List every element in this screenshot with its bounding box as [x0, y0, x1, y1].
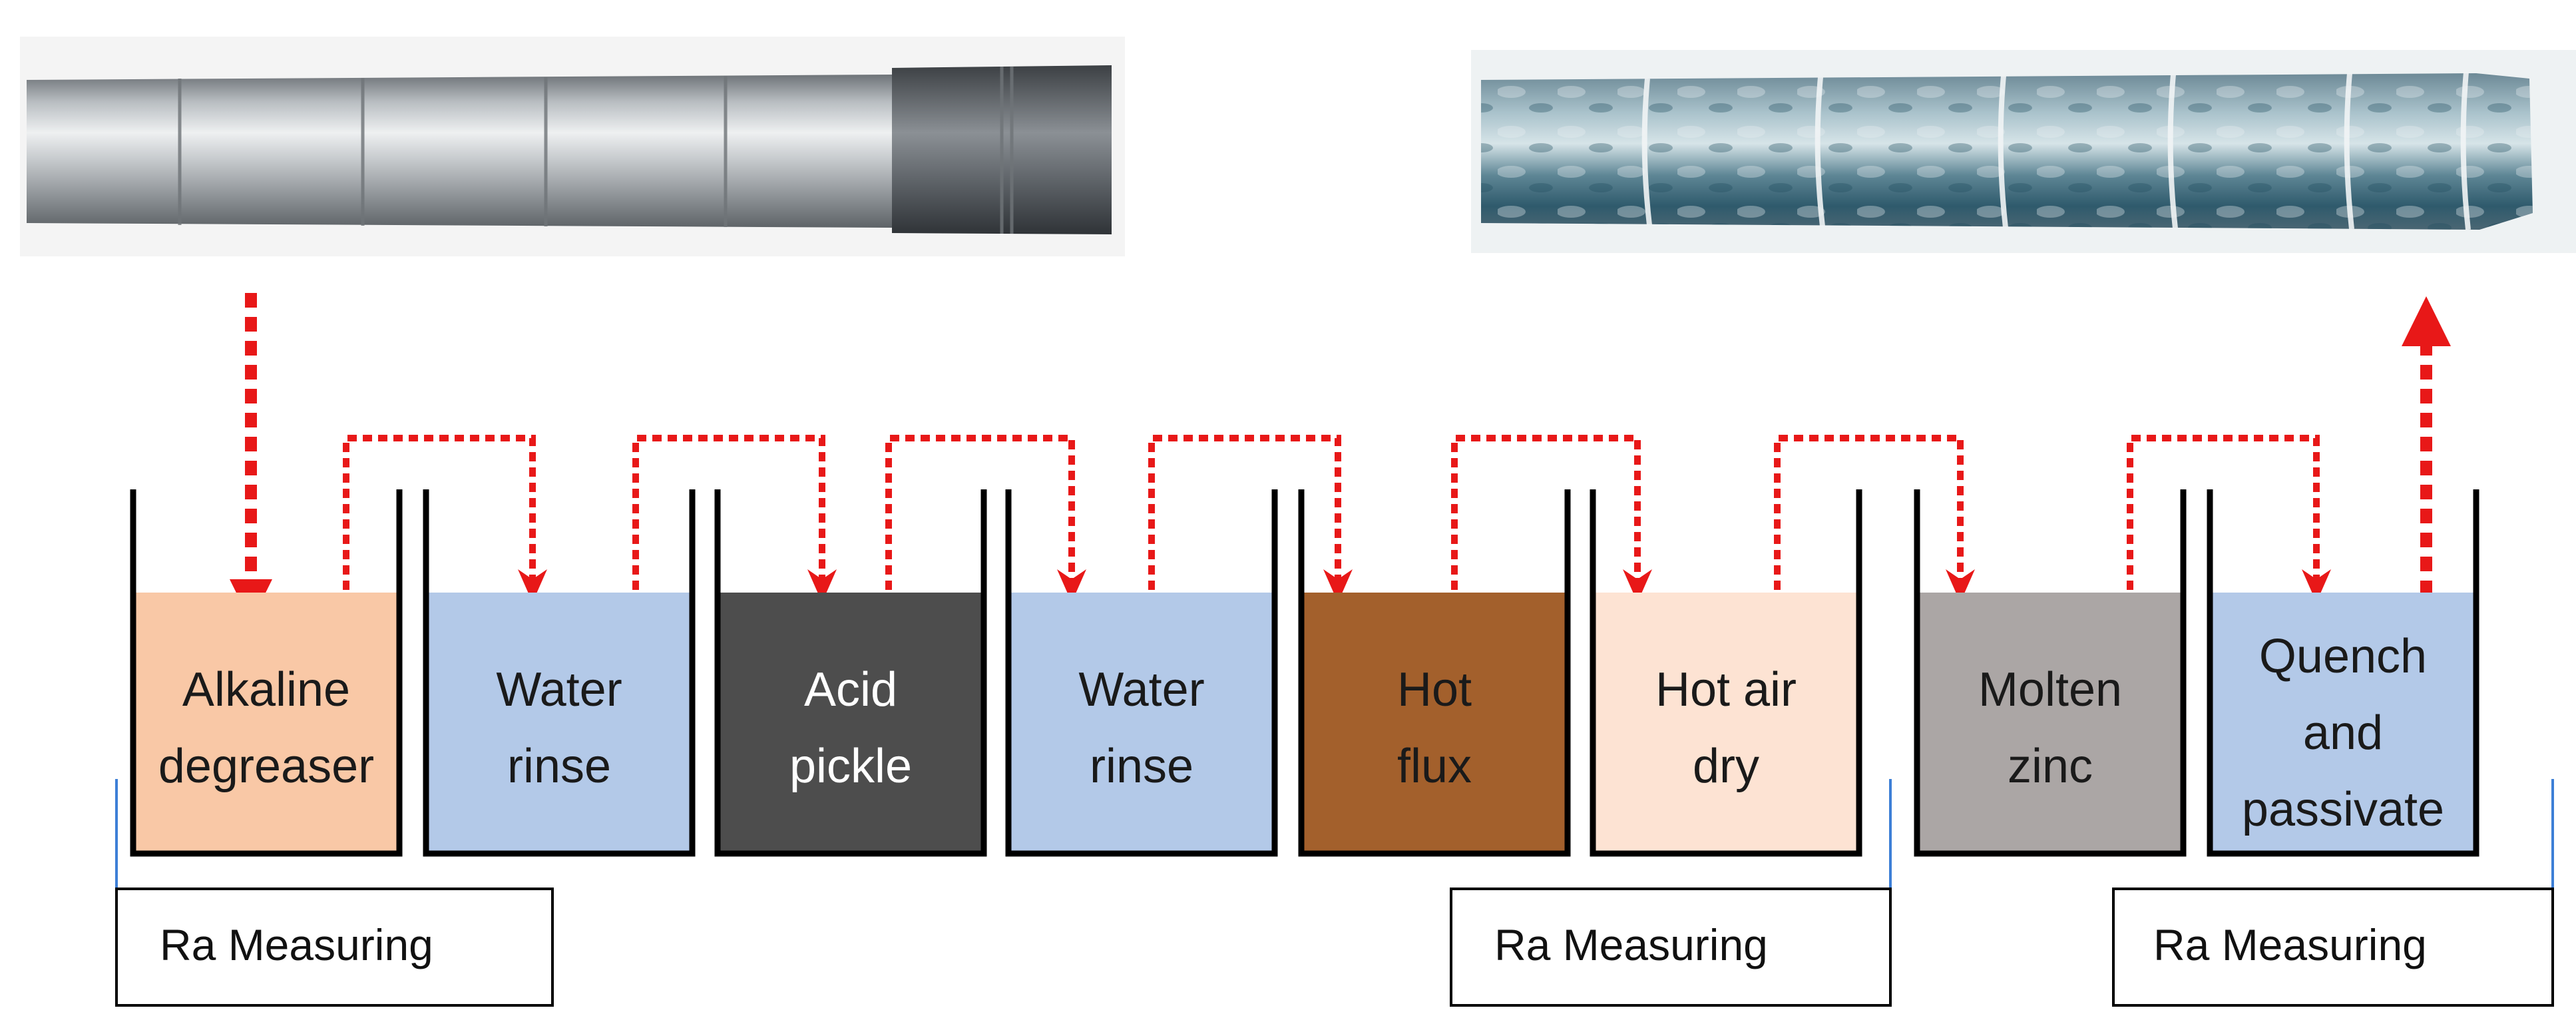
tank-1: Alkaline degreaser	[130, 489, 403, 857]
transfer-arrow-4	[1148, 435, 1353, 621]
transfer-arrow-5	[1451, 435, 1652, 621]
transfer-arrow-6	[1774, 435, 1975, 621]
flow-arrows	[230, 293, 2451, 623]
transfer-arrow-3	[885, 435, 1086, 621]
ra-measuring-2: Ra Measuring	[1450, 779, 1892, 1007]
tank-liquid	[426, 593, 692, 854]
tank-label-line: and	[2303, 706, 2383, 760]
ra-measuring-label: Ra Measuring	[2153, 920, 2427, 969]
tank-liquid	[1008, 593, 1275, 854]
tank-liquid	[1301, 593, 1568, 854]
tank-wall	[130, 489, 403, 857]
ra-measuring-3: Ra Measuring	[2112, 779, 2554, 1007]
tank-3: Acid pickle	[714, 489, 987, 857]
ra-measuring-label: Ra Measuring	[1494, 920, 1768, 969]
tank-wall	[1298, 489, 1571, 857]
tank-5: Hot flux	[1298, 489, 1571, 857]
tank-label-line: rinse	[507, 740, 611, 793]
tank-4: Water rinse	[1005, 489, 1278, 857]
ra-measuring-1: Ra Measuring	[115, 779, 554, 1007]
tank-wall	[714, 489, 987, 857]
tank-label-line: Quench	[2259, 630, 2427, 683]
tank-label-line: rinse	[1090, 740, 1193, 793]
tank-label-line: Acid	[804, 663, 897, 716]
tank-2: Water rinse	[423, 489, 696, 857]
tank-7: Molten zinc	[1914, 489, 2187, 857]
tank-label-line: Alkaline	[182, 663, 350, 716]
tank-label-line: Molten	[1978, 663, 2122, 716]
tank-label-line: Hot	[1397, 663, 1472, 716]
tank-label-line: Hot air	[1655, 663, 1797, 716]
tank-liquid	[1917, 593, 2183, 854]
tank-label-line: Water	[1078, 663, 1204, 716]
measurements: Ra Measuring Ra Measuring Ra Measuring	[115, 779, 2554, 1007]
transfer-arrow-1	[343, 435, 547, 621]
tank-6: Hot air dry	[1590, 489, 1862, 857]
tank-wall	[2207, 489, 2479, 857]
tank-label-line: degreaser	[158, 740, 374, 793]
tank-liquid	[2210, 593, 2476, 854]
tank-label-line: pickle	[789, 740, 912, 793]
tank-8: Quench and passivate	[2207, 489, 2479, 857]
tank-label-line: dry	[1693, 740, 1759, 793]
tanks: Alkaline degreaser Water rinse Acid pickle Wat…	[130, 489, 2479, 857]
exit-arrowhead	[2402, 296, 2451, 346]
galvanized-pipe-icon	[1471, 50, 2576, 253]
tank-label-line: zinc	[2008, 740, 2093, 793]
transfer-arrow-2	[632, 435, 837, 621]
tank-liquid	[133, 593, 399, 854]
steel-pipe-icon	[20, 37, 1125, 256]
tank-liquid	[718, 593, 984, 854]
tank-wall	[1590, 489, 1862, 857]
transfer-arrow-7	[2127, 435, 2331, 621]
tank-liquid	[1593, 593, 1859, 854]
tank-wall	[423, 489, 696, 857]
tank-label-line: passivate	[2242, 783, 2444, 836]
tank-label-line: flux	[1397, 740, 1472, 793]
tank-wall	[1005, 489, 1278, 857]
tank-label-line: Water	[496, 663, 622, 716]
ra-measuring-label: Ra Measuring	[160, 920, 433, 969]
tank-wall	[1914, 489, 2187, 857]
